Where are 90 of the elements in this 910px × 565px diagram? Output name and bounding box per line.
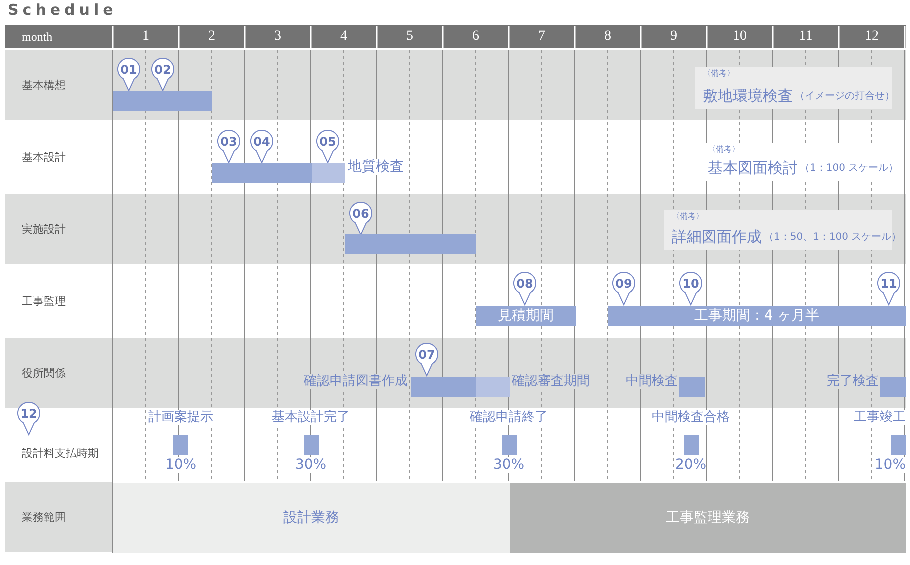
column-header: 8 <box>604 30 612 44</box>
column-header: 11 <box>798 30 814 44</box>
milestone-label: 中間検査合格 <box>652 410 730 424</box>
pin-marker <box>877 272 901 306</box>
column-header: 2 <box>208 30 216 44</box>
column-header: 4 <box>340 30 348 44</box>
bar-label: 工事期間：4 ヶ月半 <box>693 309 821 323</box>
row-label: 基本構想 <box>22 80 66 90</box>
pin-number: 05 <box>318 136 338 148</box>
pin-number: 01 <box>120 64 138 76</box>
gantt-bar <box>113 91 212 111</box>
pin-number: 11 <box>880 278 898 290</box>
pin-marker <box>415 343 439 377</box>
pin-number: 12 <box>20 408 38 420</box>
row-label: 役所関係 <box>22 368 66 378</box>
gantt-bar <box>679 377 705 397</box>
milestone-label: 工事竣工 <box>854 410 906 424</box>
note-text: 詳細図面作成 <box>672 230 762 245</box>
pin-marker <box>117 58 141 92</box>
milestone-label: 基本設計完了 <box>272 410 350 424</box>
pin-number: 06 <box>352 208 370 220</box>
column-header: 3 <box>274 30 282 44</box>
gantt-bar <box>476 306 576 326</box>
column-header: 1 <box>142 30 150 44</box>
pin-marker <box>17 402 41 436</box>
pin-marker <box>217 130 241 164</box>
bar-label: 工事監理業務 <box>665 511 751 525</box>
column-header: 9 <box>670 30 678 44</box>
milestone-label: 地質検査 <box>348 159 404 175</box>
pin-number: 04 <box>252 136 272 148</box>
note-detail: （1：50、1：100 スケール） <box>764 233 902 243</box>
milestone-label: 確認申請図書作成 <box>304 374 408 388</box>
gantt-bar <box>476 377 510 397</box>
pin-number: 07 <box>418 349 436 361</box>
column-header: 12 <box>864 30 880 44</box>
note-card <box>664 210 892 250</box>
column-header: month <box>22 31 53 43</box>
row-label: 工事監理 <box>22 296 66 306</box>
percent-label: 30% <box>295 457 327 473</box>
note-text: 基本図面検討 <box>708 161 798 176</box>
pin-number: 09 <box>614 278 634 290</box>
gantt-bar <box>345 234 476 254</box>
percent-label: 30% <box>493 457 525 473</box>
pin-number: 03 <box>220 136 238 148</box>
column-header: 5 <box>406 30 414 44</box>
gantt-bar <box>502 435 517 455</box>
gantt-bar <box>212 163 312 183</box>
gantt-bar <box>173 435 188 455</box>
pin-marker <box>513 272 537 306</box>
bar-label: 見積期間 <box>497 309 555 323</box>
note-heading: 〈備考〉 <box>703 70 735 78</box>
pin-marker <box>679 272 703 306</box>
column-header: 10 <box>732 30 748 44</box>
pin-marker <box>316 130 340 164</box>
scope-band <box>510 483 906 553</box>
pin-marker <box>250 130 274 164</box>
milestone-label: 計画案提示 <box>148 410 214 424</box>
row-label: 実施設計 <box>22 224 66 234</box>
gantt-bar <box>411 377 476 397</box>
milestone-label: 完了検査 <box>827 374 879 388</box>
row-label: 設計料支払時期 <box>22 448 99 458</box>
percent-label: 10% <box>165 457 197 473</box>
column-header: 6 <box>472 30 480 44</box>
pin-marker <box>612 272 636 306</box>
row-label: 業務範囲 <box>22 512 66 522</box>
gantt-bar <box>891 435 906 455</box>
note-heading: 〈備考〉 <box>708 146 740 154</box>
note-detail: （1：100 スケール） <box>800 164 899 174</box>
pin-number: 02 <box>154 64 172 76</box>
milestone-label: 確認審査期間 <box>512 374 590 388</box>
gantt-bar <box>684 435 699 455</box>
gantt-bar <box>304 435 319 455</box>
pin-number: 08 <box>516 278 534 290</box>
milestone-label: 中間検査 <box>626 374 678 388</box>
note-text: 敷地環境検査 <box>703 89 793 104</box>
bar-label: 設計業務 <box>282 511 340 525</box>
note-card <box>695 67 892 109</box>
note-detail: （イメージの打合せ） <box>795 92 895 102</box>
title: Schedule <box>8 3 118 18</box>
column-header: 7 <box>538 30 546 44</box>
row-label: 基本設計 <box>22 152 66 162</box>
gantt-bar <box>880 377 906 397</box>
pin-marker <box>151 58 175 92</box>
scope-band <box>113 483 510 553</box>
note-heading: 〈備考〉 <box>672 213 704 221</box>
gantt-bar <box>608 306 906 326</box>
percent-label: 10% <box>874 457 906 473</box>
gantt-bar <box>312 163 345 183</box>
pin-number: 10 <box>682 278 700 290</box>
milestone-label: 確認申請終了 <box>470 410 548 424</box>
